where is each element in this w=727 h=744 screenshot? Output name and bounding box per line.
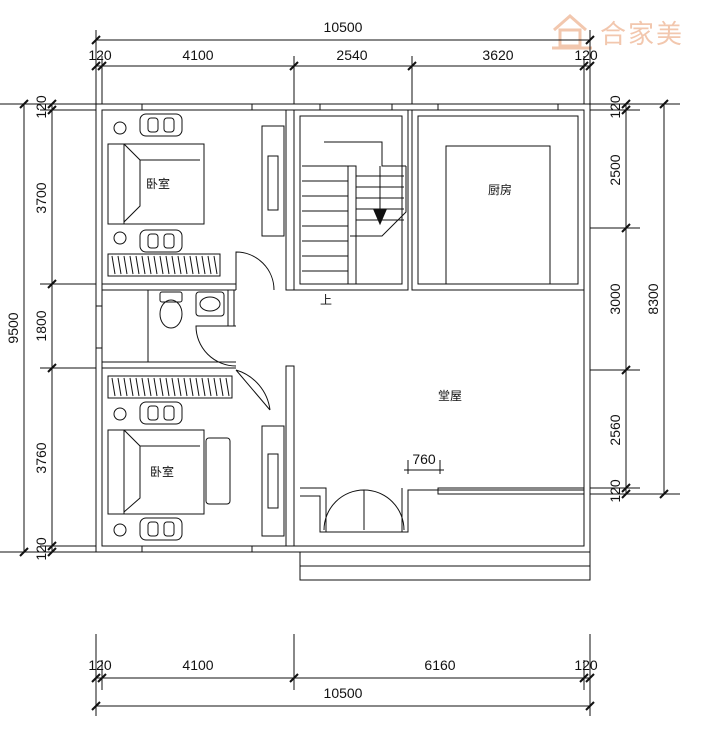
room-label-hall: 堂屋 xyxy=(438,389,462,403)
wardrobe-hatch xyxy=(123,377,128,397)
dim-right-seg-3: 3000 xyxy=(607,283,623,314)
wardrobe-hatch xyxy=(111,377,116,397)
wardrobe-hatch xyxy=(135,255,140,275)
dim-right-seg-1: 120 xyxy=(607,95,623,119)
dim-left-seg-2: 3700 xyxy=(33,182,49,213)
room-label-bedroom-top: 卧室 xyxy=(146,176,170,191)
wardrobe-hatch xyxy=(117,255,122,275)
brand-logo xyxy=(548,8,726,52)
dim-bottom-seg-3: 6160 xyxy=(424,657,455,673)
wardrobe-hatch xyxy=(117,377,122,397)
wardrobe-hatch xyxy=(165,255,170,275)
dim-door-width: 760 xyxy=(412,451,436,467)
dim-bottom-seg-1: 120 xyxy=(88,657,112,673)
wardrobe-hatch xyxy=(201,255,206,275)
wardrobe-hatch xyxy=(219,377,224,397)
wardrobe-hatch xyxy=(147,377,152,397)
wardrobe-hatch xyxy=(159,377,164,397)
dim-right-seg-5: 120 xyxy=(607,479,623,503)
wardrobe-hatch xyxy=(183,377,188,397)
wardrobe-hatch xyxy=(165,377,170,397)
wardrobe-hatch xyxy=(171,255,176,275)
dim-top-seg-4: 3620 xyxy=(482,47,513,63)
room-label-kitchen: 厨房 xyxy=(488,182,512,197)
dim-bottom-total: 10500 xyxy=(324,685,363,701)
wardrobe-hatch xyxy=(189,255,194,275)
dim-right-seg-2: 2500 xyxy=(607,154,623,185)
house-logo-icon xyxy=(552,14,592,50)
dim-top-seg-3: 2540 xyxy=(336,47,367,63)
wardrobe-hatch xyxy=(195,377,200,397)
wardrobe-hatch xyxy=(213,255,218,275)
wardrobe-hatch xyxy=(213,377,218,397)
wardrobe-hatch xyxy=(207,255,212,275)
wardrobe-hatch xyxy=(159,255,164,275)
wardrobe-hatch xyxy=(171,377,176,397)
dim-left-seg-4: 3760 xyxy=(33,442,49,473)
wardrobe-hatch xyxy=(177,377,182,397)
wardrobe-hatch xyxy=(183,255,188,275)
dim-top-seg-1: 120 xyxy=(88,47,112,63)
wardrobe-hatch xyxy=(123,255,128,275)
dim-right-seg-4: 2560 xyxy=(607,414,623,445)
dim-bottom-seg-4: 120 xyxy=(574,657,598,673)
dim-left-seg-1: 120 xyxy=(33,95,49,119)
wardrobe-hatch xyxy=(129,377,134,397)
wardrobe-hatch xyxy=(177,255,182,275)
wardrobe-hatch xyxy=(189,377,194,397)
dim-top-seg-2: 4100 xyxy=(182,47,213,63)
dim-left-total: 9500 xyxy=(5,312,21,343)
stair-up-label: 上 xyxy=(320,293,332,307)
dim-bottom-seg-2: 4100 xyxy=(182,657,213,673)
wardrobe-hatch xyxy=(201,377,206,397)
dim-top-total: 10500 xyxy=(324,19,363,35)
dim-left-seg-3: 1800 xyxy=(33,310,49,341)
dim-top-seg-5: 120 xyxy=(574,47,598,63)
wardrobe-hatch xyxy=(225,377,230,397)
wardrobe-hatch xyxy=(135,377,140,397)
wardrobe-hatch xyxy=(153,255,158,275)
wardrobe-hatch xyxy=(195,255,200,275)
wardrobe-hatch xyxy=(153,377,158,397)
wardrobe-hatch xyxy=(207,377,212,397)
dim-right-total: 8300 xyxy=(645,283,661,314)
wardrobe-hatch xyxy=(147,255,152,275)
wardrobe-hatch xyxy=(141,255,146,275)
brand-name: 合家美 xyxy=(600,20,685,50)
dim-left-seg-5: 120 xyxy=(33,537,49,561)
wardrobe-hatch xyxy=(129,255,134,275)
room-label-bedroom-bottom: 卧室 xyxy=(150,464,174,479)
wardrobe-hatch xyxy=(141,377,146,397)
wardrobe-hatch xyxy=(111,255,116,275)
